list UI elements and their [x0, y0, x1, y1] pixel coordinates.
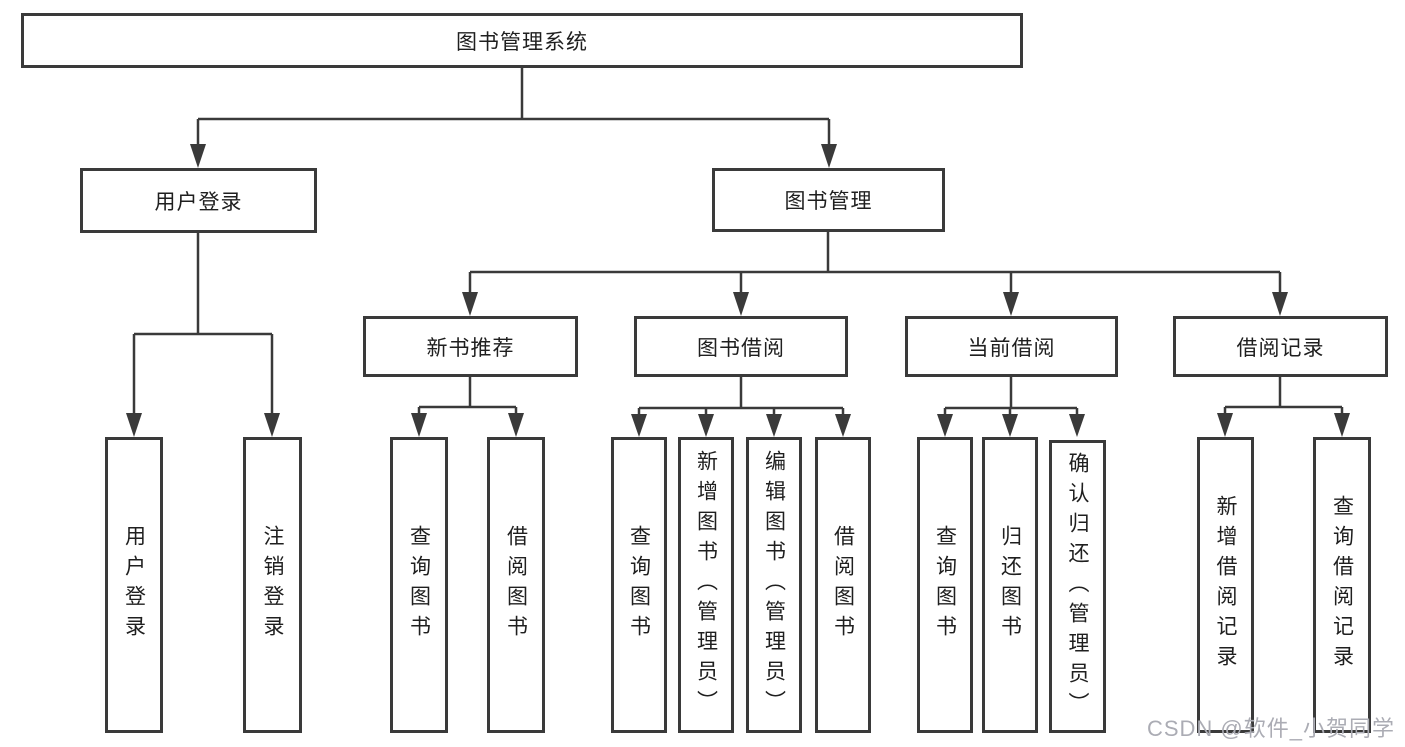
arrowhead [835, 414, 851, 437]
arrowhead [631, 414, 647, 437]
arrowhead [190, 144, 206, 168]
leaf-current-confirm-return-admin: 确认归还（管理员） [1049, 440, 1106, 733]
node-borrowing-records: 借阅记录 [1173, 316, 1388, 377]
leaf-borrowing-edit-book-admin-label: 编辑图书（管理员） [762, 450, 786, 720]
node-new-book-recommendation: 新书推荐 [363, 316, 578, 377]
leaf-current-query-book-label: 查询图书 [933, 525, 957, 645]
arrowhead [1069, 414, 1085, 437]
node-new-book-recommendation-label: 新书推荐 [426, 336, 515, 360]
arrowhead [766, 414, 782, 437]
node-user-login-module: 用户登录 [80, 168, 317, 233]
arrowhead [264, 413, 280, 437]
leaf-current-return-book-label: 归还图书 [998, 525, 1022, 645]
arrowhead [1334, 413, 1350, 437]
node-borrowing-records-label: 借阅记录 [1236, 336, 1325, 360]
node-book-borrowing: 图书借阅 [634, 316, 848, 377]
leaf-user-login-label: 用户登录 [122, 525, 146, 645]
arrowhead [462, 292, 478, 316]
leaf-user-login: 用户登录 [105, 437, 163, 733]
arrowhead [411, 413, 427, 437]
leaf-records-add-record: 新增借阅记录 [1197, 437, 1254, 733]
leaf-records-query-record: 查询借阅记录 [1313, 437, 1371, 733]
leaf-records-query-record-label: 查询借阅记录 [1330, 495, 1354, 675]
node-user-login-module-label: 用户登录 [154, 190, 243, 214]
leaf-recommend-query-book-label: 查询图书 [407, 525, 431, 645]
csdn-watermark: CSDN @软件_小贺同学 [1146, 716, 1395, 741]
leaf-current-return-book: 归还图书 [982, 437, 1038, 733]
node-system-root: 图书管理系统 [21, 13, 1023, 68]
leaf-borrowing-borrow-book-label: 借阅图书 [831, 525, 855, 645]
leaf-current-query-book: 查询图书 [917, 437, 973, 733]
node-current-borrowing: 当前借阅 [905, 316, 1118, 377]
arrowhead [1272, 292, 1288, 316]
leaf-recommend-borrow-book-label: 借阅图书 [504, 525, 528, 645]
leaf-borrowing-add-book-admin: 新增图书（管理员） [678, 437, 734, 733]
node-book-management-module-label: 图书管理 [784, 190, 873, 213]
arrowhead [937, 414, 953, 437]
leaf-logout: 注销登录 [243, 437, 302, 733]
arrowhead [698, 414, 714, 437]
leaf-borrowing-add-book-admin-label: 新增图书（管理员） [694, 450, 718, 720]
leaf-borrowing-edit-book-admin: 编辑图书（管理员） [746, 437, 802, 733]
arrowhead [1003, 292, 1019, 316]
leaf-recommend-query-book: 查询图书 [390, 437, 448, 733]
arrowhead [821, 144, 837, 168]
arrowhead [733, 292, 749, 316]
leaf-borrowing-borrow-book: 借阅图书 [815, 437, 871, 733]
node-system-root-label: 图书管理系统 [456, 30, 588, 54]
node-book-borrowing-label: 图书借阅 [697, 336, 785, 360]
arrowhead [1217, 413, 1233, 437]
leaf-borrowing-query-book-label: 查询图书 [627, 525, 651, 645]
leaf-borrowing-query-book: 查询图书 [611, 437, 667, 733]
leaf-current-confirm-return-admin-label: 确认归还（管理员） [1066, 451, 1089, 722]
arrowhead [126, 413, 142, 437]
arrowhead [508, 413, 524, 437]
node-book-management-module: 图书管理 [712, 168, 945, 232]
leaf-records-add-record-label: 新增借阅记录 [1214, 495, 1237, 675]
node-current-borrowing-label: 当前借阅 [967, 336, 1056, 360]
arrowhead [1002, 414, 1018, 437]
leaf-recommend-borrow-book: 借阅图书 [487, 437, 545, 733]
leaf-logout-label: 注销登录 [261, 525, 284, 645]
